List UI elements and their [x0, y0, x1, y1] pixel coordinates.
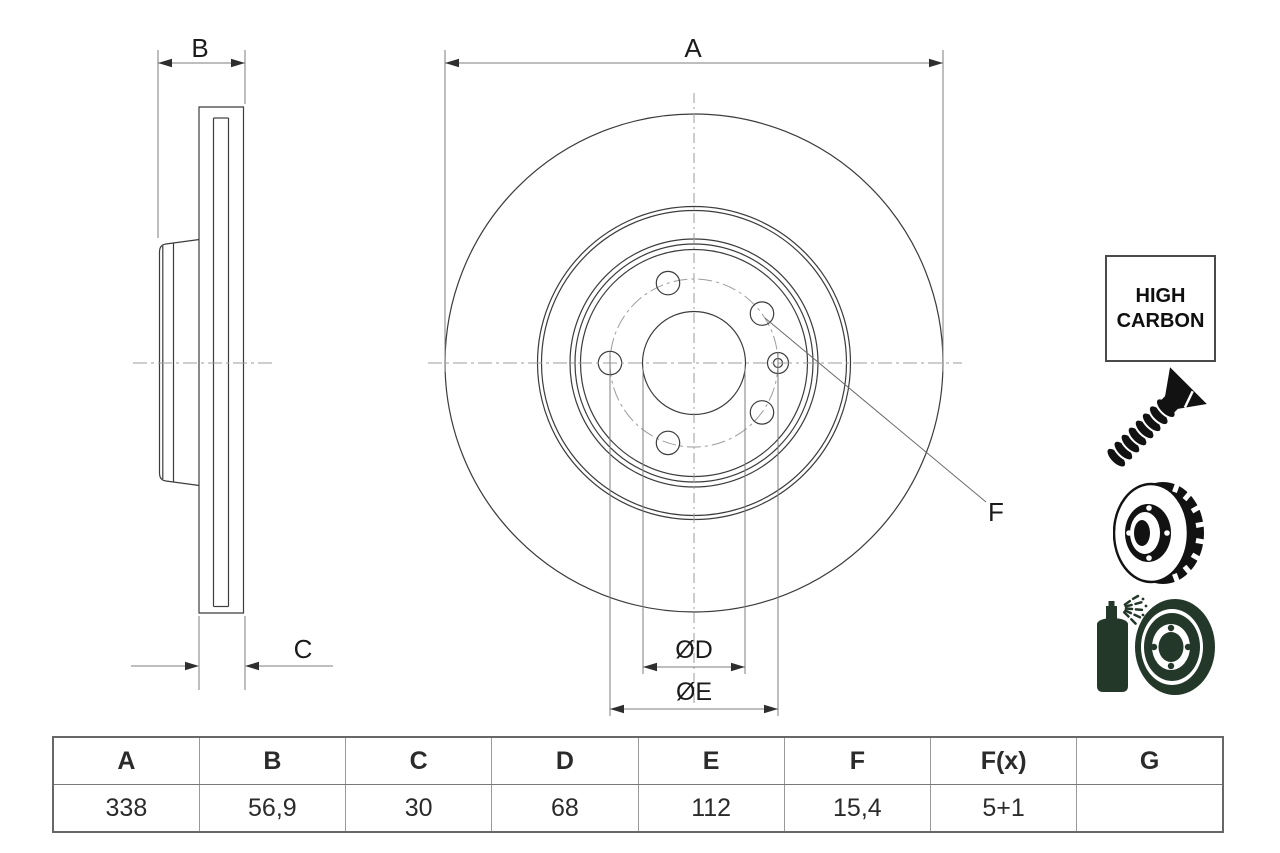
dim-label-f: F: [988, 497, 1004, 527]
table-header-cell: D: [491, 736, 639, 785]
table-header-cell: B: [198, 736, 347, 785]
table-header-cell: C: [344, 736, 493, 785]
table-value-cell: 112: [637, 784, 785, 833]
dimension-b: B: [157, 33, 246, 238]
dimension-f: F: [764, 317, 1004, 527]
table-header-cell: F: [783, 736, 932, 785]
table-header-cell: F(x): [929, 736, 1078, 785]
vented-brake-disc-icon: [1113, 482, 1205, 584]
badge-line-1: HIGH: [1135, 284, 1186, 307]
side-view: [133, 106, 272, 614]
bolt-hole: [749, 301, 775, 326]
front-view: [428, 93, 962, 707]
table-value-cell: 5+1: [929, 784, 1078, 833]
dimension-a: A: [444, 33, 944, 372]
dim-label-dia-d: ØD: [675, 636, 713, 664]
dimension-e: ØE: [609, 352, 779, 716]
dim-label-dia-e: ØE: [676, 678, 712, 706]
countersunk-screw-icon: [1106, 367, 1207, 469]
table-value-row: 338 56,9 30 68 112 15,4 5+1: [52, 784, 1224, 833]
table-value-cell: 56,9: [198, 784, 347, 833]
table-value-cell: [1076, 784, 1224, 833]
bolt-hole: [655, 270, 681, 296]
bolt-hole: [749, 400, 775, 425]
table-header-cell: A: [52, 736, 200, 785]
anti-corrosion-coating-spray-icon: [1097, 594, 1215, 695]
dim-label-b: B: [191, 33, 208, 63]
table-value-cell: 68: [491, 784, 639, 833]
table-value-cell: 30: [344, 784, 493, 833]
dimension-c: C: [131, 616, 333, 690]
brake-disc-technical-drawing: A B C ØD: [131, 33, 1004, 716]
dim-label-c: C: [294, 634, 313, 664]
table-header-cell: E: [637, 736, 785, 785]
high-carbon-badge: HIGH CARBON: [1105, 255, 1216, 362]
bolt-hole: [655, 430, 681, 456]
table-header-cell: G: [1076, 736, 1224, 785]
table-value-cell: 15,4: [783, 784, 932, 833]
dim-label-a: A: [684, 33, 702, 63]
table-value-cell: 338: [52, 784, 200, 833]
badge-line-2: CARBON: [1116, 309, 1205, 332]
dimension-d: ØD: [642, 366, 746, 674]
dimension-table: A B C D E F F(x) G 338 56,9 30 68 112 15…: [52, 736, 1224, 833]
table-header-row: A B C D E F F(x) G: [52, 736, 1224, 785]
